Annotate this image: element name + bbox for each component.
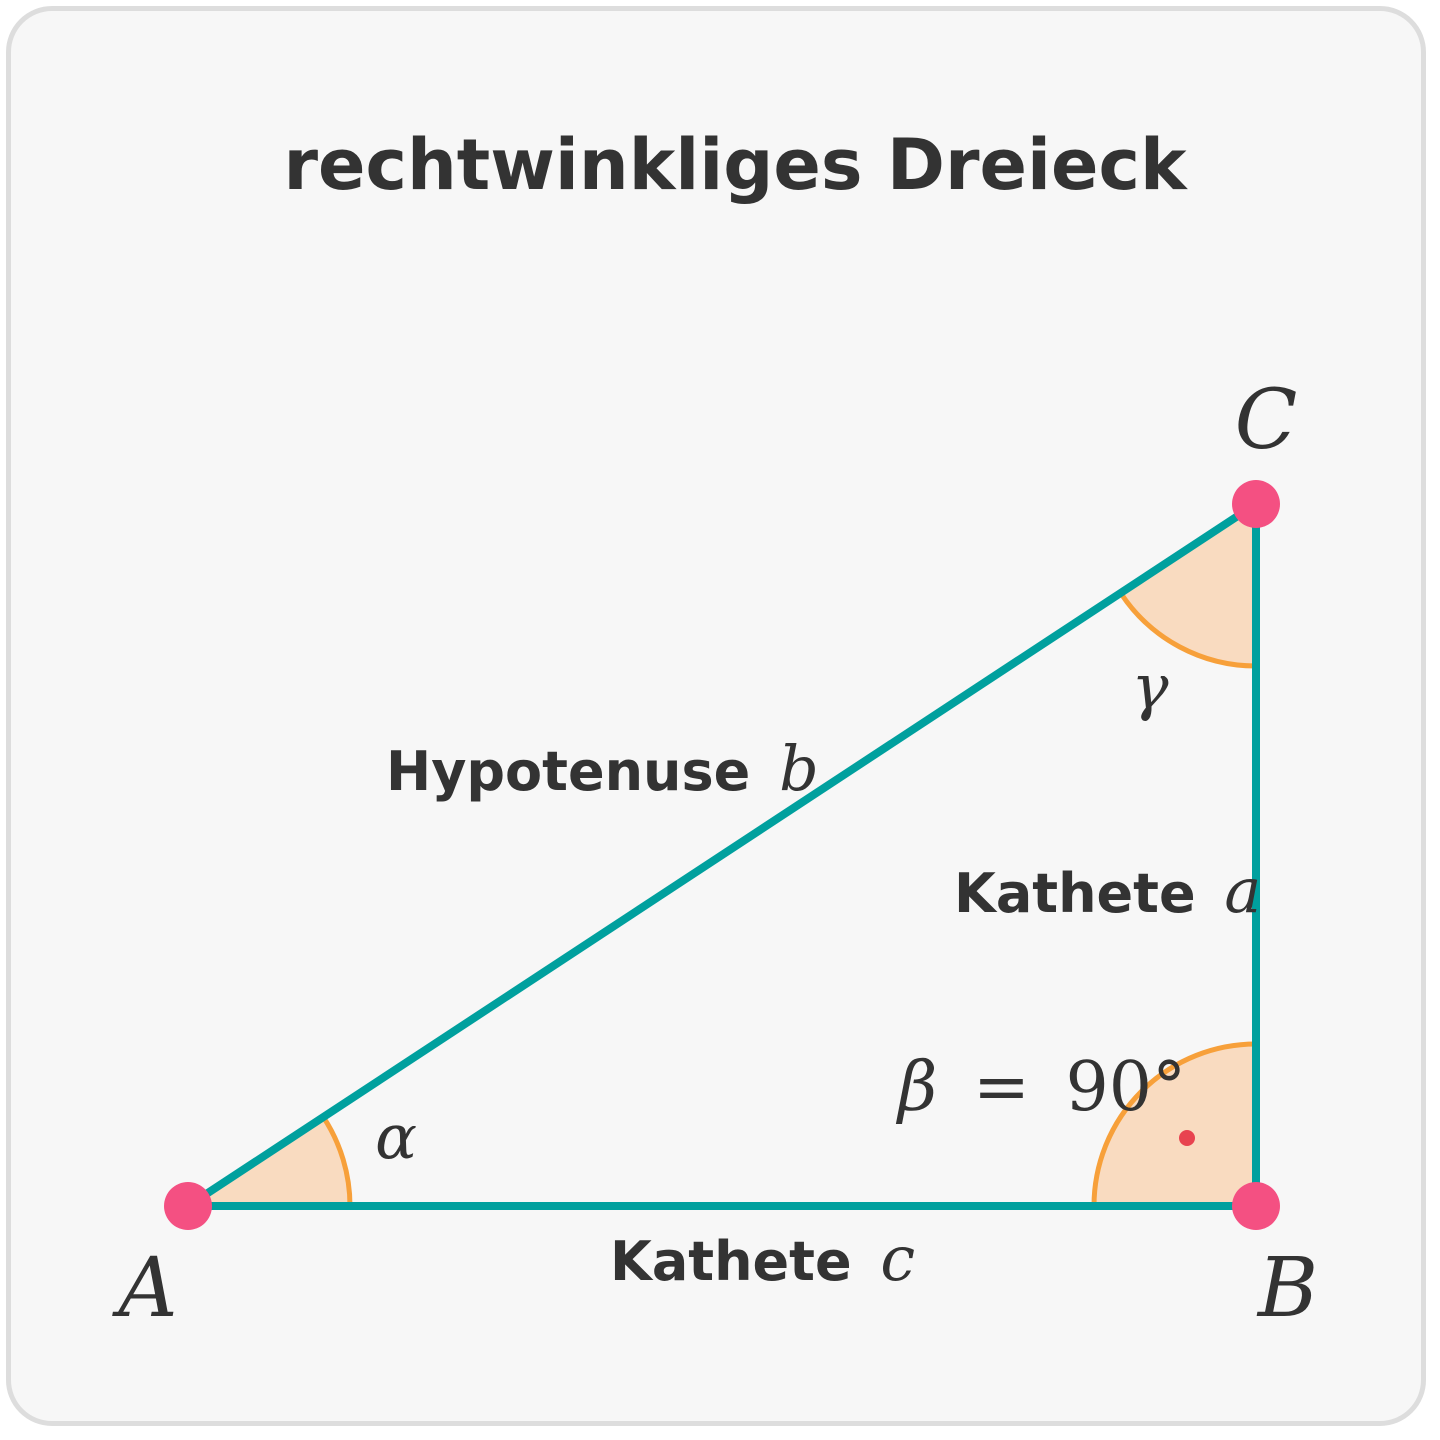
vertex-a-label: A bbox=[111, 1241, 177, 1336]
angle-beta-label: β = 90° bbox=[895, 1048, 1186, 1127]
angle-alpha-arc bbox=[321, 1115, 353, 1207]
hypotenuse-var: b bbox=[779, 732, 819, 805]
hypotenuse-label: Hypotenuse b bbox=[386, 732, 819, 805]
vertex-b-point bbox=[1232, 1182, 1280, 1230]
angle-beta-arc bbox=[1091, 1041, 1257, 1207]
hypotenuse-word: Hypotenuse bbox=[386, 740, 750, 803]
leg-a-word: Kathete bbox=[954, 862, 1196, 925]
angle-alpha-label: α bbox=[375, 1100, 417, 1173]
vertex-a-point bbox=[164, 1182, 212, 1230]
angle-gamma-label: γ bbox=[1131, 650, 1169, 723]
vertex-b-label: B bbox=[1256, 1241, 1318, 1336]
right-angle-dot bbox=[1179, 1130, 1195, 1146]
leg-c-var: c bbox=[880, 1222, 915, 1295]
leg-c-word: Kathete bbox=[610, 1230, 852, 1293]
side-b-line bbox=[185, 500, 1259, 1210]
leg-a-label: Kathete a bbox=[954, 854, 1261, 927]
angle-beta-equals: = bbox=[973, 1048, 1030, 1127]
angle-gamma-sector bbox=[1121, 504, 1256, 666]
vertex-c-label: C bbox=[1235, 373, 1298, 468]
diagram-title: rechtwinkliges Dreieck bbox=[283, 124, 1188, 206]
angle-beta-sector bbox=[1094, 1044, 1256, 1206]
angle-beta-value: 90° bbox=[1066, 1048, 1187, 1127]
angle-gamma-arc bbox=[1119, 592, 1257, 669]
leg-a-var: a bbox=[1224, 854, 1261, 927]
angle-beta-symbol: β bbox=[895, 1048, 937, 1127]
leg-c-label: Kathete c bbox=[610, 1222, 915, 1295]
vertex-c-point bbox=[1232, 480, 1280, 528]
